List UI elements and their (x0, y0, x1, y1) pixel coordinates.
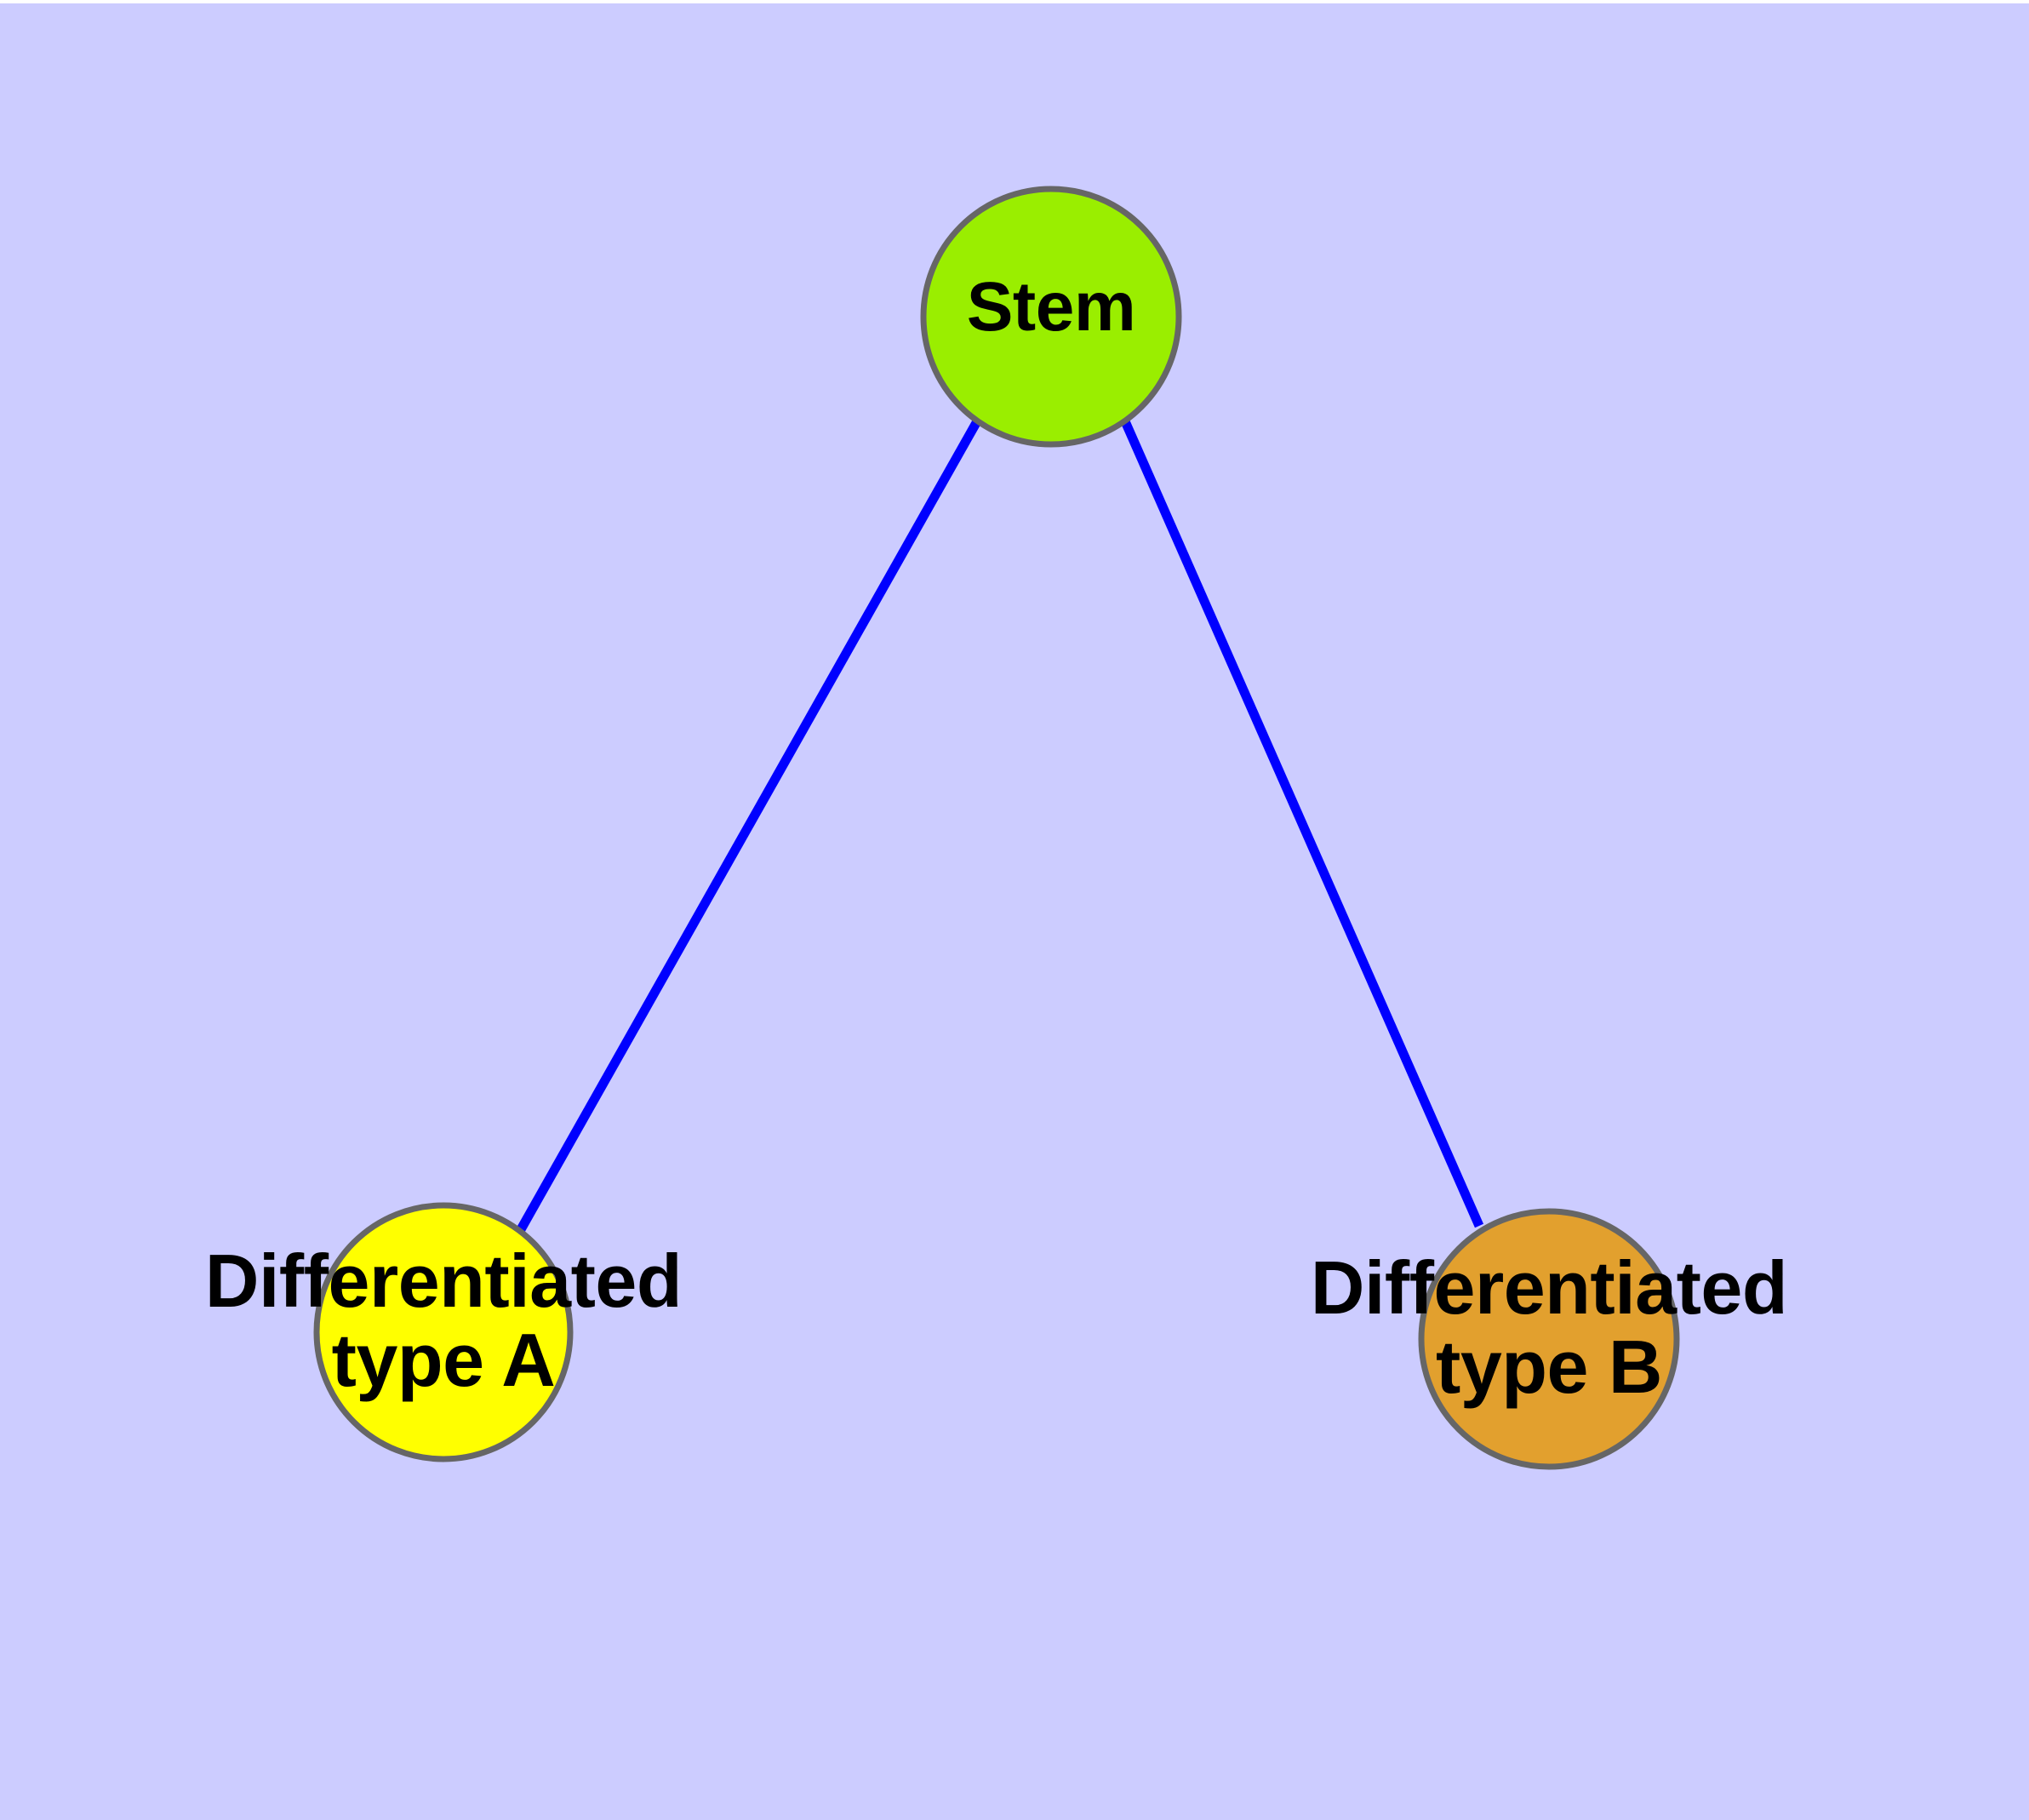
node-circle-differentiated-b[interactable] (1418, 1208, 1680, 1470)
top-margin-strip (0, 0, 2029, 3)
node-layer (313, 186, 1680, 1470)
edge-stem-to-differentiated-a (516, 419, 981, 1233)
node-circle-stem[interactable] (920, 186, 1182, 448)
node-circle-differentiated-a[interactable] (313, 1202, 574, 1462)
edge-stem-to-differentiated-b (1120, 419, 1484, 1228)
edge-layer (516, 419, 1484, 1233)
